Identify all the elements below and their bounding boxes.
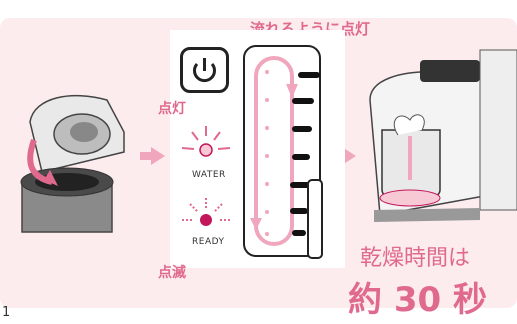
level-indicator-column (243, 45, 323, 259)
dry-time-label: 乾燥時間は (360, 246, 471, 271)
power-icon (193, 58, 216, 83)
arrow-right-icon (342, 147, 356, 165)
blink-label: 点滅 (158, 265, 186, 281)
corner-mark: 1 (2, 305, 11, 320)
loop-arrow-icon (254, 56, 294, 246)
power-button[interactable] (180, 47, 229, 93)
arrow-right-icon (140, 152, 152, 160)
water-label: WATER (192, 170, 226, 180)
ready-indicator (182, 198, 230, 226)
arrow-right-icon (151, 147, 165, 165)
dry-time-value: 約 30 秒 (348, 280, 487, 320)
machine-drying-illustration (369, 49, 517, 222)
machine-open-illustration (20, 94, 125, 233)
ready-label: READY (192, 237, 225, 247)
light-on-label: 点灯 (158, 101, 186, 117)
water-indicator (181, 126, 231, 157)
